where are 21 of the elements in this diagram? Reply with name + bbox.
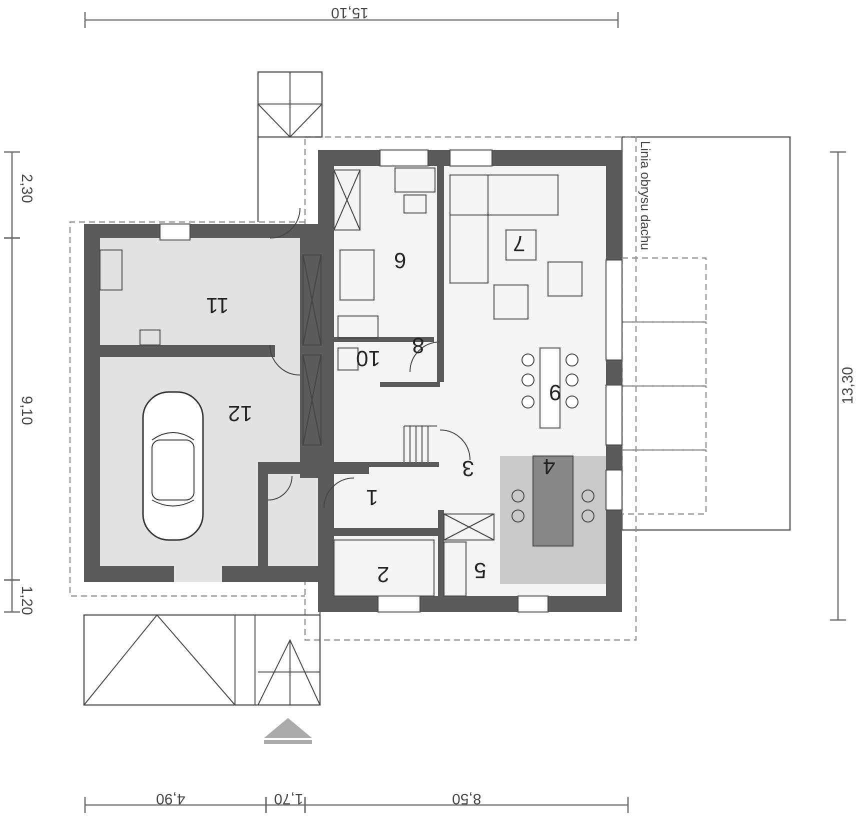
dimension-label: 1,70 — [274, 790, 303, 806]
room-number: 4 — [543, 455, 556, 477]
room-number: 6 — [394, 249, 406, 271]
room-number: 12 — [228, 402, 252, 424]
dimension-label: 4,90 — [156, 790, 185, 806]
dimension-label: 13,30 — [840, 366, 856, 404]
dimension-label: 15,10 — [331, 4, 369, 20]
room-number: 9 — [549, 381, 562, 403]
room-number: 7 — [513, 232, 526, 254]
dimension-label: 9,10 — [18, 395, 34, 425]
room-number: 8 — [412, 334, 424, 356]
room-number: 11 — [206, 294, 228, 316]
dimension-label: 8,50 — [452, 790, 481, 806]
room-number: 1 — [366, 486, 378, 508]
room-number: 10 — [356, 347, 380, 369]
dimension-label: 1,20 — [18, 585, 34, 615]
room-number: 2 — [377, 563, 390, 585]
room-number: 3 — [462, 457, 474, 479]
dimension-label: 2,30 — [18, 173, 34, 203]
room-number: 5 — [474, 559, 486, 581]
roof-outline-note: Linia obrysu dachu — [638, 140, 652, 250]
